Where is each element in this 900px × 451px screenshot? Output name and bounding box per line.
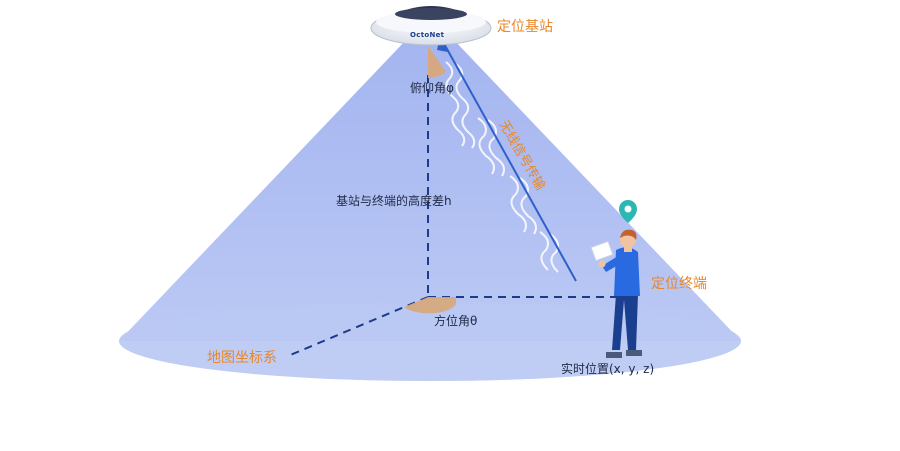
brand-logo-text: OctoNet [410, 31, 445, 39]
position-label: 实时位置(x, y, z) [561, 362, 655, 376]
height-diff-label: 基站与终端的高度差h [336, 194, 452, 208]
person-icon [590, 229, 642, 358]
terminal-label: 定位终端 [651, 276, 707, 292]
signal-arrow [441, 39, 577, 282]
coverage-cone [119, 38, 741, 341]
azimuth-label: 方位角θ [434, 314, 478, 328]
pitch-angle-marker [428, 46, 446, 78]
base-station-icon [370, 6, 492, 46]
pitch-angle-label: 俯仰角φ [410, 81, 454, 95]
signal-wave-icon [445, 61, 559, 273]
location-pin-icon [619, 200, 637, 223]
map-coords-label: 地图坐标系 [207, 350, 277, 366]
base-station-label: 定位基站 [497, 19, 553, 35]
map-axis-dashed-line [287, 296, 429, 357]
azimuth-angle-marker [404, 297, 456, 314]
